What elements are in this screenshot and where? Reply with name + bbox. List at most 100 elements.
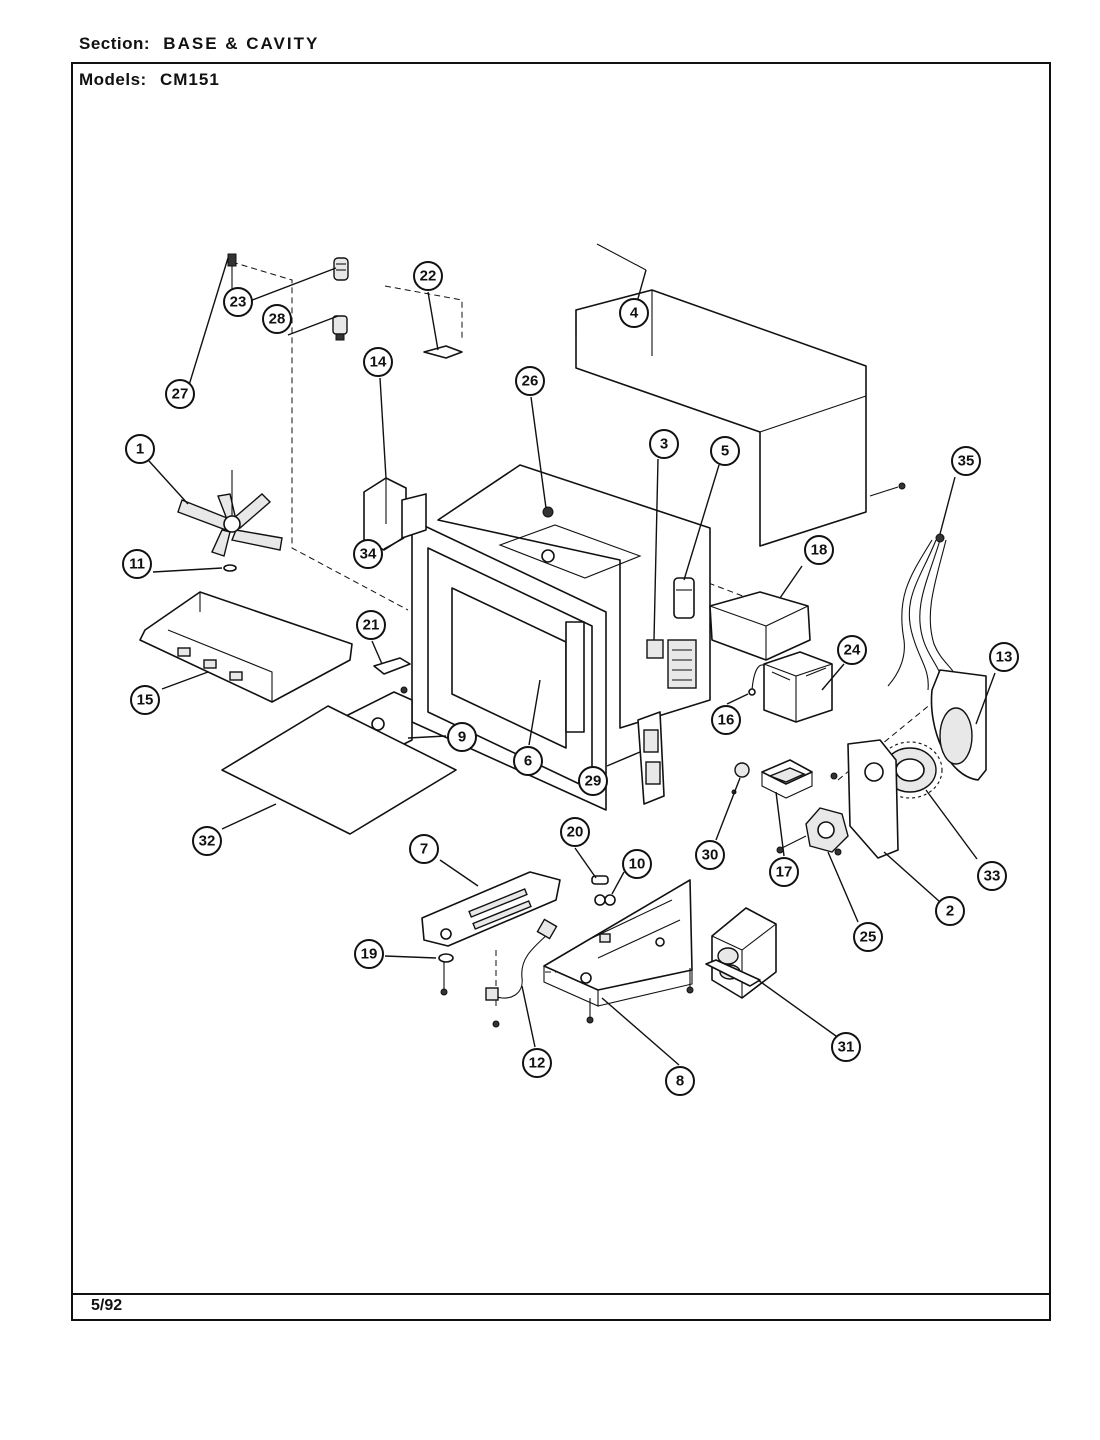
callout-2-bubble [935,896,965,926]
callout-30-bubble [695,840,725,870]
callout-11: 11 [122,549,152,579]
callout-34-label: 34 [360,546,377,563]
latch-part [423,345,463,359]
callout-5-bubble [710,436,740,466]
switch-bracket-part [373,657,411,694]
callout-9-label: 9 [458,729,466,746]
callout-13: 13 [989,642,1019,672]
callout-16: 16 [711,705,741,735]
callout-4: 4 [619,298,649,328]
callout-20-label: 20 [567,824,584,841]
callout-10: 10 [622,849,652,879]
callout-25: 25 [853,922,883,952]
stirrer-nut-part [542,506,554,518]
lamp-socket-part [332,315,348,341]
callout-29-label: 29 [585,773,602,790]
callout-27-label: 27 [172,386,189,403]
interlock-switch-part-5 [673,577,695,619]
callout-14-bubble [363,347,393,377]
callout-28-label: 28 [269,311,286,328]
callout-9-bubble [447,722,477,752]
footer-divider [71,1293,1051,1295]
section-value: BASE & CAVITY [163,34,320,53]
cord-clamp-part [591,875,609,885]
callout-15-label: 15 [137,692,154,709]
relay-part [594,894,616,906]
callout-23: 23 [223,287,253,317]
callout-3-bubble [649,429,679,459]
callout-30-label: 30 [702,847,719,864]
callout-20: 20 [560,817,590,847]
callout-28-bubble [262,304,292,334]
callout-25-bubble [853,922,883,952]
bottom-plate-part [221,705,457,835]
callout-26-bubble [515,366,545,396]
mounting-plate-part [401,493,427,539]
callout-18: 18 [804,535,834,565]
callout-16-bubble [711,705,741,735]
callout-6-bubble [513,746,543,776]
callout-7-bubble [409,834,439,864]
callout-11-bubble [122,549,152,579]
callout-31-bubble [831,1032,861,1062]
callout-8-label: 8 [676,1073,684,1090]
callout-10-label: 10 [629,856,646,873]
air-duct-part [709,591,811,661]
callout-2-label: 2 [946,903,954,920]
callout-19-label: 19 [361,946,378,963]
callout-11-label: 11 [129,556,145,573]
callout-10-bubble [622,849,652,879]
callout-4-bubble [619,298,649,328]
section-title: Section: BASE & CAVITY [79,34,319,54]
callout-8: 8 [665,1066,695,1096]
screw-washer-part [438,953,454,996]
models-value: CM151 [159,70,220,89]
callout-29: 29 [578,766,608,796]
callout-12: 12 [522,1048,552,1078]
callout-18-label: 18 [811,542,828,559]
callout-21-bubble [356,610,386,640]
callout-31-label: 31 [838,1039,855,1056]
callout-14: 14 [363,347,393,377]
callout-22-label: 22 [420,268,437,285]
callout-34-bubble [353,539,383,569]
section-label: Section: [79,34,151,53]
power-cord-part [485,918,558,1001]
antenna-cover-part [761,759,813,799]
callout-7-label: 7 [420,841,428,858]
blower-housing-part [930,669,987,781]
callout-33-bubble [977,861,1007,891]
callout-30: 30 [695,840,725,870]
callout-23-bubble [223,287,253,317]
callout-14-label: 14 [370,354,387,371]
callout-17-label: 17 [776,864,793,881]
callout-21: 21 [356,610,386,640]
callout-28: 28 [262,304,292,334]
callout-33-label: 33 [984,868,1001,885]
callout-1-bubble [125,434,155,464]
callout-15-bubble [130,685,160,715]
cabinet-wrapper-part [575,243,867,547]
fan-blade-part [177,470,283,557]
callout-24-label: 24 [844,642,861,659]
callout-23-label: 23 [230,294,247,311]
callout-20-bubble [560,817,590,847]
callout-16-label: 16 [718,712,735,729]
callout-21-label: 21 [363,617,380,634]
callout-1: 1 [125,434,155,464]
callout-19-bubble [354,939,384,969]
callout-13-label: 13 [996,649,1013,666]
callout-15: 15 [130,685,160,715]
fan-shaft-part [227,253,237,290]
callout-17-bubble [769,857,799,887]
callout-31: 31 [831,1032,861,1062]
control-board-part [637,711,665,805]
callout-9: 9 [447,722,477,752]
motor-bracket-part [847,739,899,859]
callout-5-label: 5 [721,443,729,460]
callout-26-label: 26 [522,373,539,390]
models-label: Models: [79,70,147,89]
callout-3-label: 3 [660,436,668,453]
callout-27: 27 [165,379,195,409]
callout-19: 19 [354,939,384,969]
